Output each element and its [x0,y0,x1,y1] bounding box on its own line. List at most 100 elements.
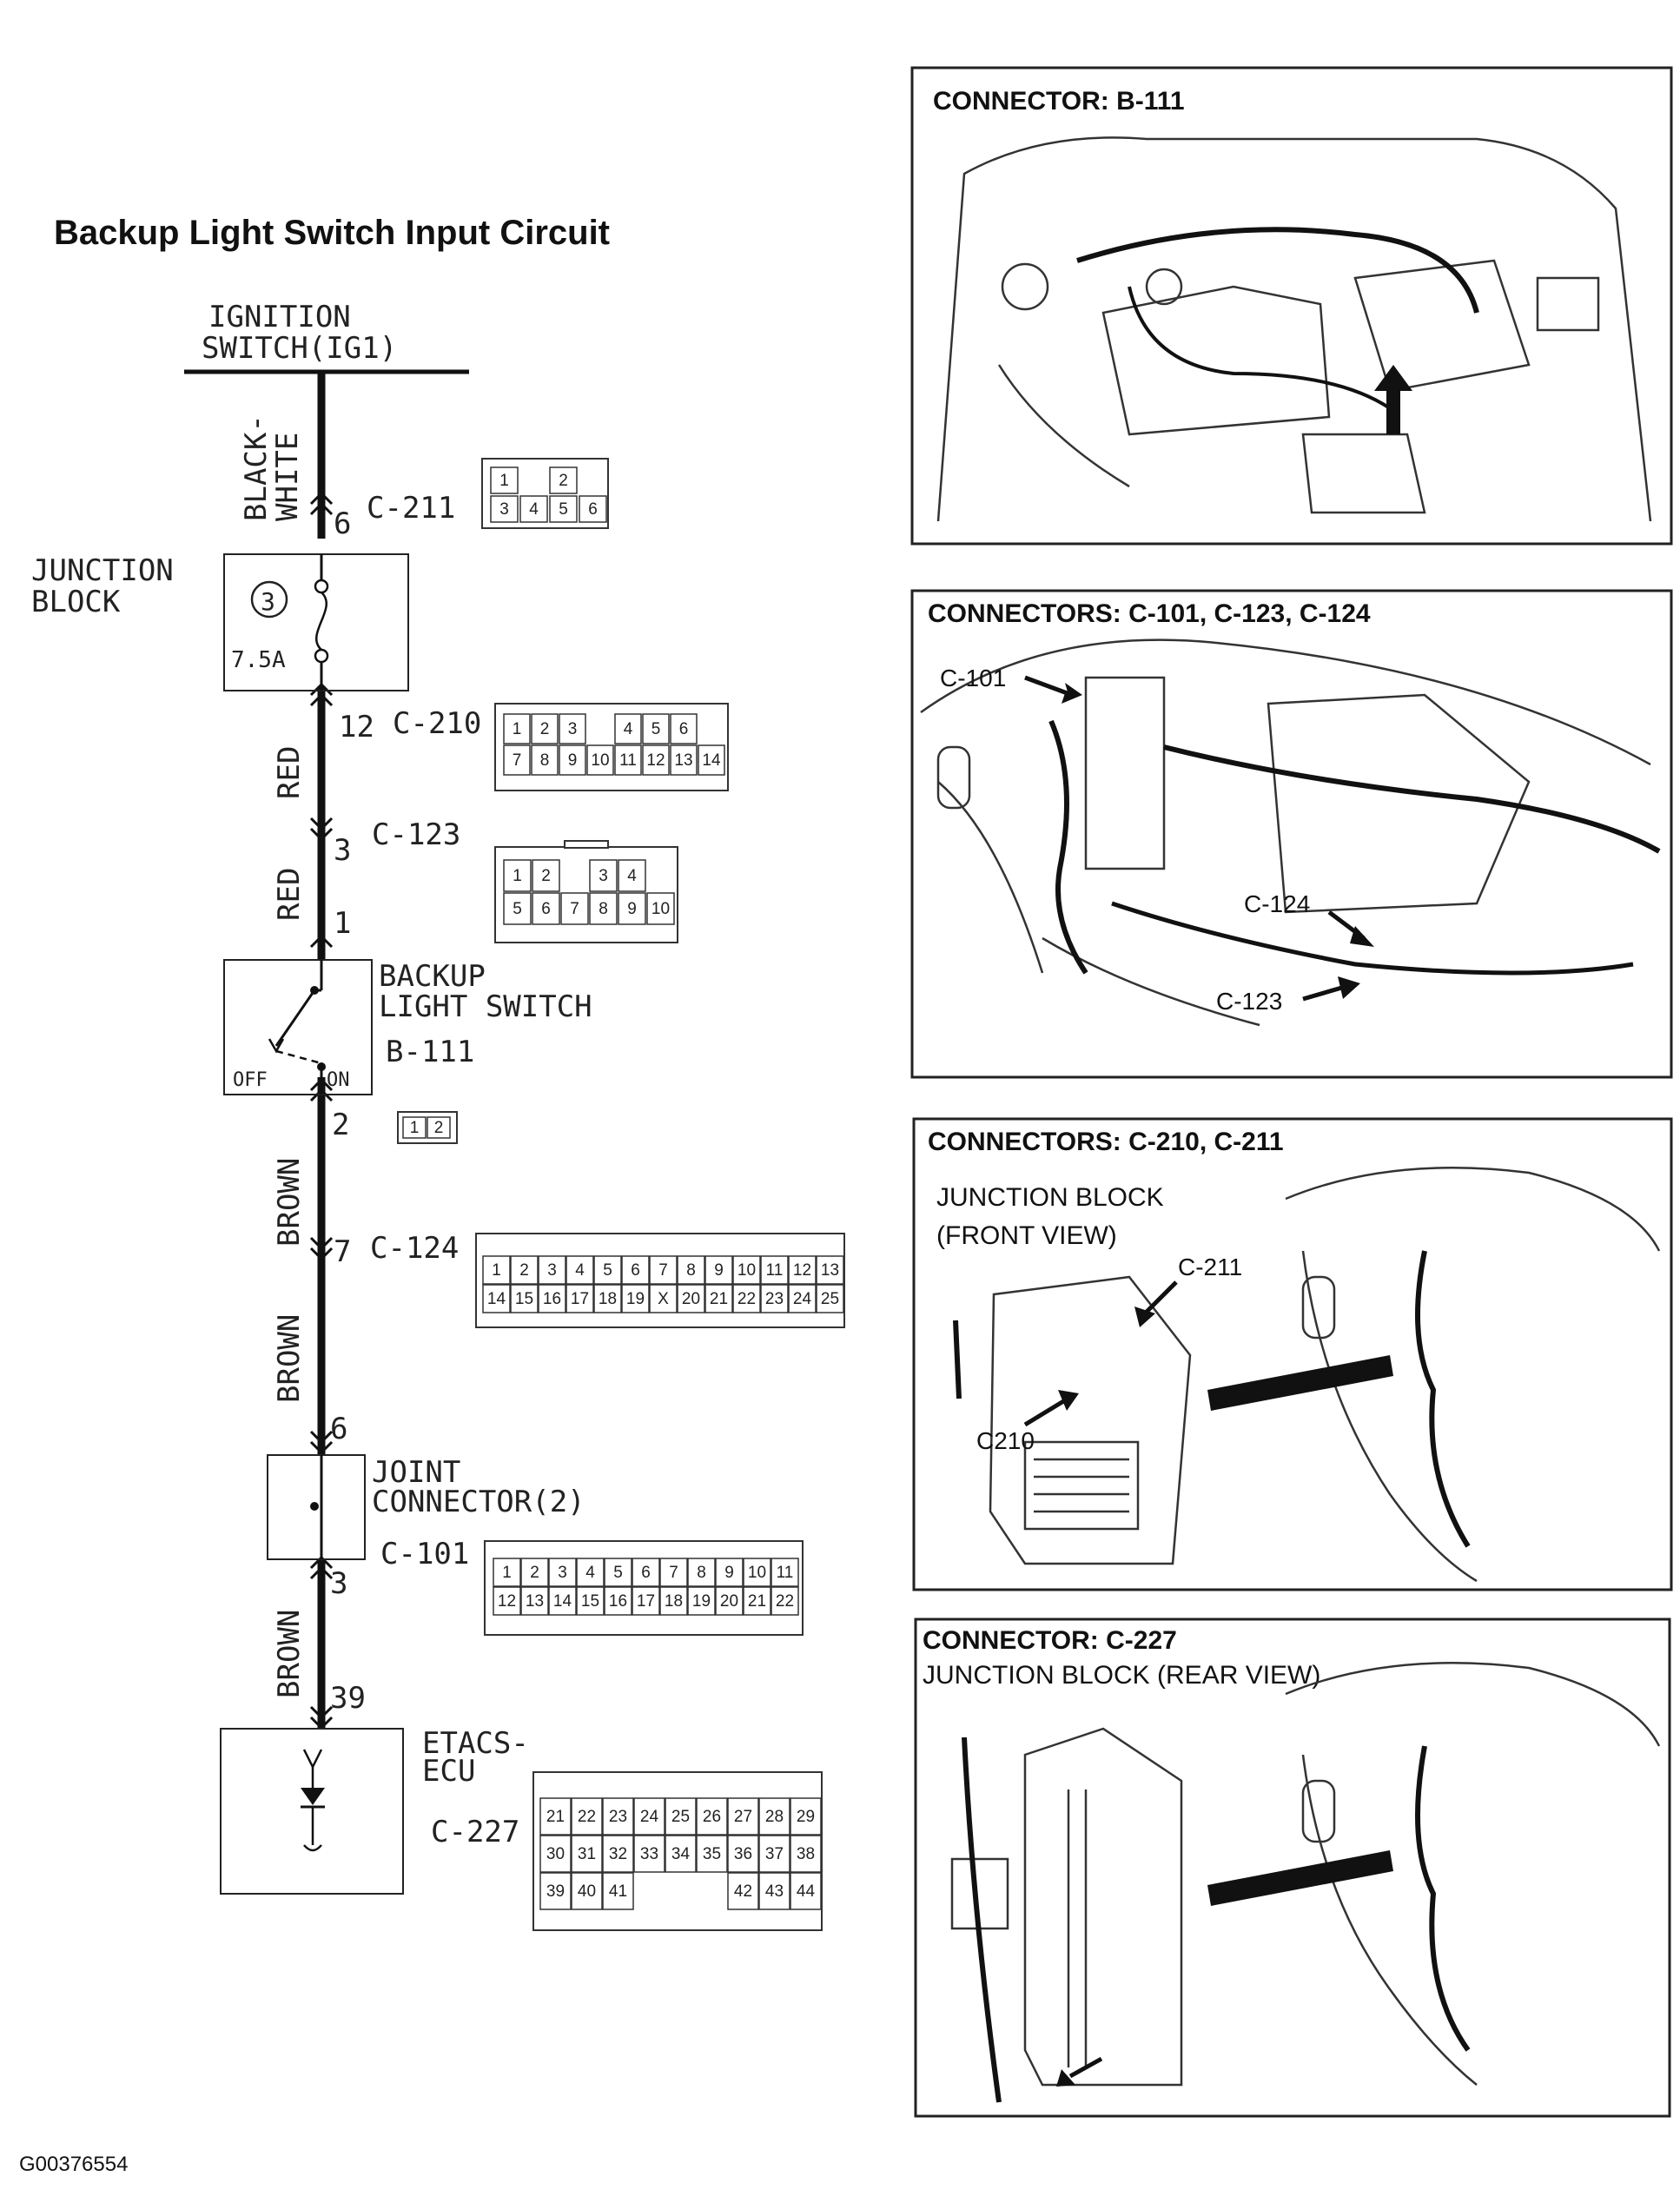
pin-cell-c123 [503,892,532,925]
pin-cell-c124 [760,1255,789,1285]
c211-arrow-icon [1134,1307,1155,1327]
c211-arrow-shaft [1143,1280,1178,1315]
engine-harness-branch [1128,286,1392,410]
switch-dash-link [275,1049,322,1065]
connector-face-c124 [475,1233,845,1328]
pin-cell-c124 [510,1255,539,1285]
pin-cell-label-c101: 21 [748,1592,766,1611]
pin-cell-label-c124: 10 [737,1261,756,1280]
pin-cell-label-c101: 11 [777,1564,794,1582]
pin-cell-label-c124: 23 [765,1290,784,1308]
ecu-input-arrow [302,1749,323,1770]
connector-face-c210 [494,703,729,791]
pin-cell-label-c124: 21 [710,1290,728,1308]
pin-cell-label-c210: 11 [619,751,637,770]
pin-cell-c101 [520,1586,549,1616]
pin-cell-label-c227: 26 [703,1808,721,1826]
pin-cell-c227 [571,1835,603,1873]
pin-cell-label-c227: 25 [671,1808,690,1826]
pin-cell-label-c101: 2 [530,1564,539,1582]
jb-harness-left [953,1320,962,1399]
pin-cell-c227 [790,1835,822,1873]
pin-cell-c210 [586,744,614,776]
pin-cell-label-c124: 13 [821,1261,839,1280]
pin-cell-label-c210: 3 [568,720,578,738]
pin-cell-c124 [788,1255,817,1285]
connector-face-c101 [484,1540,804,1636]
pin-cell-label-c227: 43 [765,1882,784,1901]
pin-cell-label-c211: 5 [559,500,568,519]
pin-cell-c211 [490,495,519,523]
pin-cell-label-c101: 12 [498,1592,516,1611]
pin-cell-b111 [427,1116,451,1139]
pin-cell-c227 [539,1797,572,1836]
pin-cell-label-c101: 10 [748,1564,766,1582]
pin-cell-label-c124: 24 [793,1290,812,1308]
pin-cell-label-c227: 22 [578,1808,596,1826]
ignition-label-line2: SWITCH(IG1) [202,331,397,366]
c101-arrow-shaft [1024,675,1073,698]
schematic: IGNITION SWITCH(IG1) BLACK- WHITE RED RE… [31,300,592,1895]
panel-c210-subtitle-line2: (FRONT VIEW) [936,1221,1117,1250]
pin-cell-label-b111: 1 [410,1119,420,1137]
pin-cell-label-c101: 1 [502,1564,512,1582]
pin-cell-label-c227: 23 [609,1808,627,1826]
jb-harness-right [1415,1250,1471,1548]
pin-cell-c123 [618,859,646,892]
pin-cell-label-c210: 6 [679,720,689,738]
c210-arrow-icon [1058,1390,1079,1411]
pin-cell-label-c124: 17 [571,1290,589,1308]
pin-cell-c124 [704,1284,733,1313]
pin-cell-c210 [503,713,531,744]
pin-c101: 3 [330,1566,347,1601]
jb-location-pointer [1207,1355,1393,1411]
c211-label: C-211 [367,491,455,526]
pin-cell-label-c124: 6 [631,1261,640,1280]
pin-cell-label-c210: 8 [540,751,550,770]
pin-cell-label-c211: 4 [529,500,539,519]
panel-c210-c211: CONNECTORS: C-210, C-211 JUNCTION BLOCK … [912,1117,1673,1591]
pin-cell-c210 [531,744,559,776]
fuse-number-circle [250,580,288,619]
pin-cell-c227 [539,1835,572,1873]
switch-off-label: OFF [233,1069,268,1091]
fuse-terminal-bottom [314,648,329,664]
pin-cell-label-c123: 9 [627,900,637,918]
pin-cell-c210 [670,744,698,776]
pin-cell-c123 [532,892,560,925]
pin-cell-c101 [687,1558,716,1587]
pin-cell-c124 [538,1255,566,1285]
pin-cell-label-c227: 41 [609,1882,627,1901]
pin-cell-label-c227: 44 [797,1882,816,1901]
etacs-label-line2: ECU [422,1754,475,1789]
wire-color-black-white-2: WHITE [270,433,305,521]
c101-arrow-icon [1025,678,1082,704]
joint-connector-splice [310,1502,319,1511]
pin-cell-c124 [732,1255,761,1285]
pin-cell-c124 [538,1284,566,1313]
pin-cell-label-c124: 15 [515,1290,533,1308]
pin-cell-label-c124: X [658,1290,669,1308]
pin-cell-c101 [659,1558,688,1587]
ecu-ground-icon [303,1844,322,1852]
pin-cell-label-c210: 10 [591,751,609,770]
connector-face-c227 [532,1771,823,1931]
pin-cell-c227 [758,1797,790,1836]
callout-c101: C-101 [940,665,1006,691]
pin-cell-label-c101: 4 [585,1564,595,1582]
pin-cell-label-c227: 27 [734,1808,752,1826]
wire-color-black-white-1: BLACK- [239,414,274,521]
pin-cell-label-c211: 1 [499,472,509,490]
panel-c210-title: CONNECTORS: C-210, C-211 [928,1128,1284,1156]
pin-cell-c101 [604,1586,632,1616]
pin-cell-label-b111: 2 [434,1119,444,1137]
pin-cell-label-c101: 19 [692,1592,711,1611]
pin-cell-c124 [621,1284,650,1313]
pin-cell-label-c123: 2 [541,867,551,885]
pin-cell-c210 [614,744,642,776]
pin-cell-c211 [490,466,519,494]
c227-arrow-shaft [1068,2056,1103,2079]
pin-cell-c101 [743,1558,771,1587]
pin-b111: 2 [332,1108,349,1142]
pin-cell-c124 [566,1255,594,1285]
